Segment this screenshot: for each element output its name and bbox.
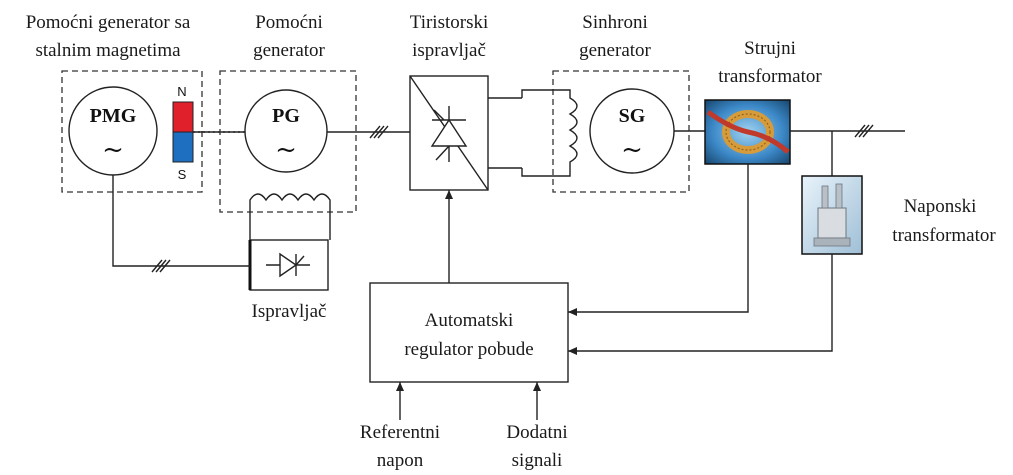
thyristor-icon — [430, 106, 468, 162]
diode-icon — [266, 252, 310, 278]
magnet-south-pole — [172, 131, 194, 163]
sg-ac-symbol: ~ — [621, 135, 643, 165]
pg-title-line2: generator — [253, 40, 325, 61]
pmg-title-line2: stalnim magnetima — [35, 40, 181, 61]
sg-title-line2: generator — [579, 40, 651, 61]
pmg-title-line1: Pomoćni generator sa — [26, 12, 191, 33]
sg-enclosure — [552, 70, 690, 193]
pmg-label: PMG — [90, 105, 137, 127]
wire-pmg-rectifier — [112, 175, 250, 267]
current-transformer-icon — [704, 99, 791, 165]
magnet-south-label: S — [178, 167, 187, 182]
pg-label: PG — [272, 105, 300, 127]
pg-enclosure — [219, 70, 357, 213]
pg-field-coil — [249, 193, 331, 216]
thyristor-title-line2: ispravljač — [412, 40, 486, 61]
avr-box — [369, 282, 569, 383]
sg-title-line1: Sinhroni — [582, 12, 647, 33]
pg-title-line1: Pomoćni — [255, 12, 323, 33]
ct-title-line1: Strujni — [744, 38, 796, 59]
sg-label: SG — [619, 105, 646, 127]
pg-ac-symbol: ~ — [275, 135, 297, 165]
pmg-ac-symbol: ~ — [102, 135, 124, 165]
vt-title-line2: transformator — [892, 225, 996, 246]
wire-ct-feedback — [568, 164, 749, 316]
additional-signals-line2: signali — [512, 450, 563, 471]
three-phase-mark-1 — [151, 259, 171, 273]
ct-title-line2: transformator — [718, 66, 822, 87]
magnet-north-pole — [172, 101, 194, 133]
reference-voltage-line2: napon — [377, 450, 424, 471]
three-phase-mark-2 — [369, 125, 389, 139]
sg-field-coil — [521, 89, 578, 177]
rectifier-label: Ispravljač — [252, 301, 327, 322]
thyristor-title-line1: Tiristorski — [410, 12, 489, 33]
vt-title-line1: Naponski — [904, 196, 977, 217]
reference-voltage-line1: Referentni — [360, 422, 440, 443]
three-phase-mark-3 — [854, 124, 874, 138]
avr-label-line1: Automatski — [425, 310, 514, 331]
pg-machine-circle — [244, 89, 328, 173]
wire-vt-feedback — [568, 254, 833, 355]
voltage-transformer-icon — [801, 175, 863, 255]
additional-signals-line1: Dodatni — [506, 422, 567, 443]
magnet-north-label: N — [177, 84, 186, 99]
avr-label-line2: regulator pobude — [404, 339, 533, 360]
